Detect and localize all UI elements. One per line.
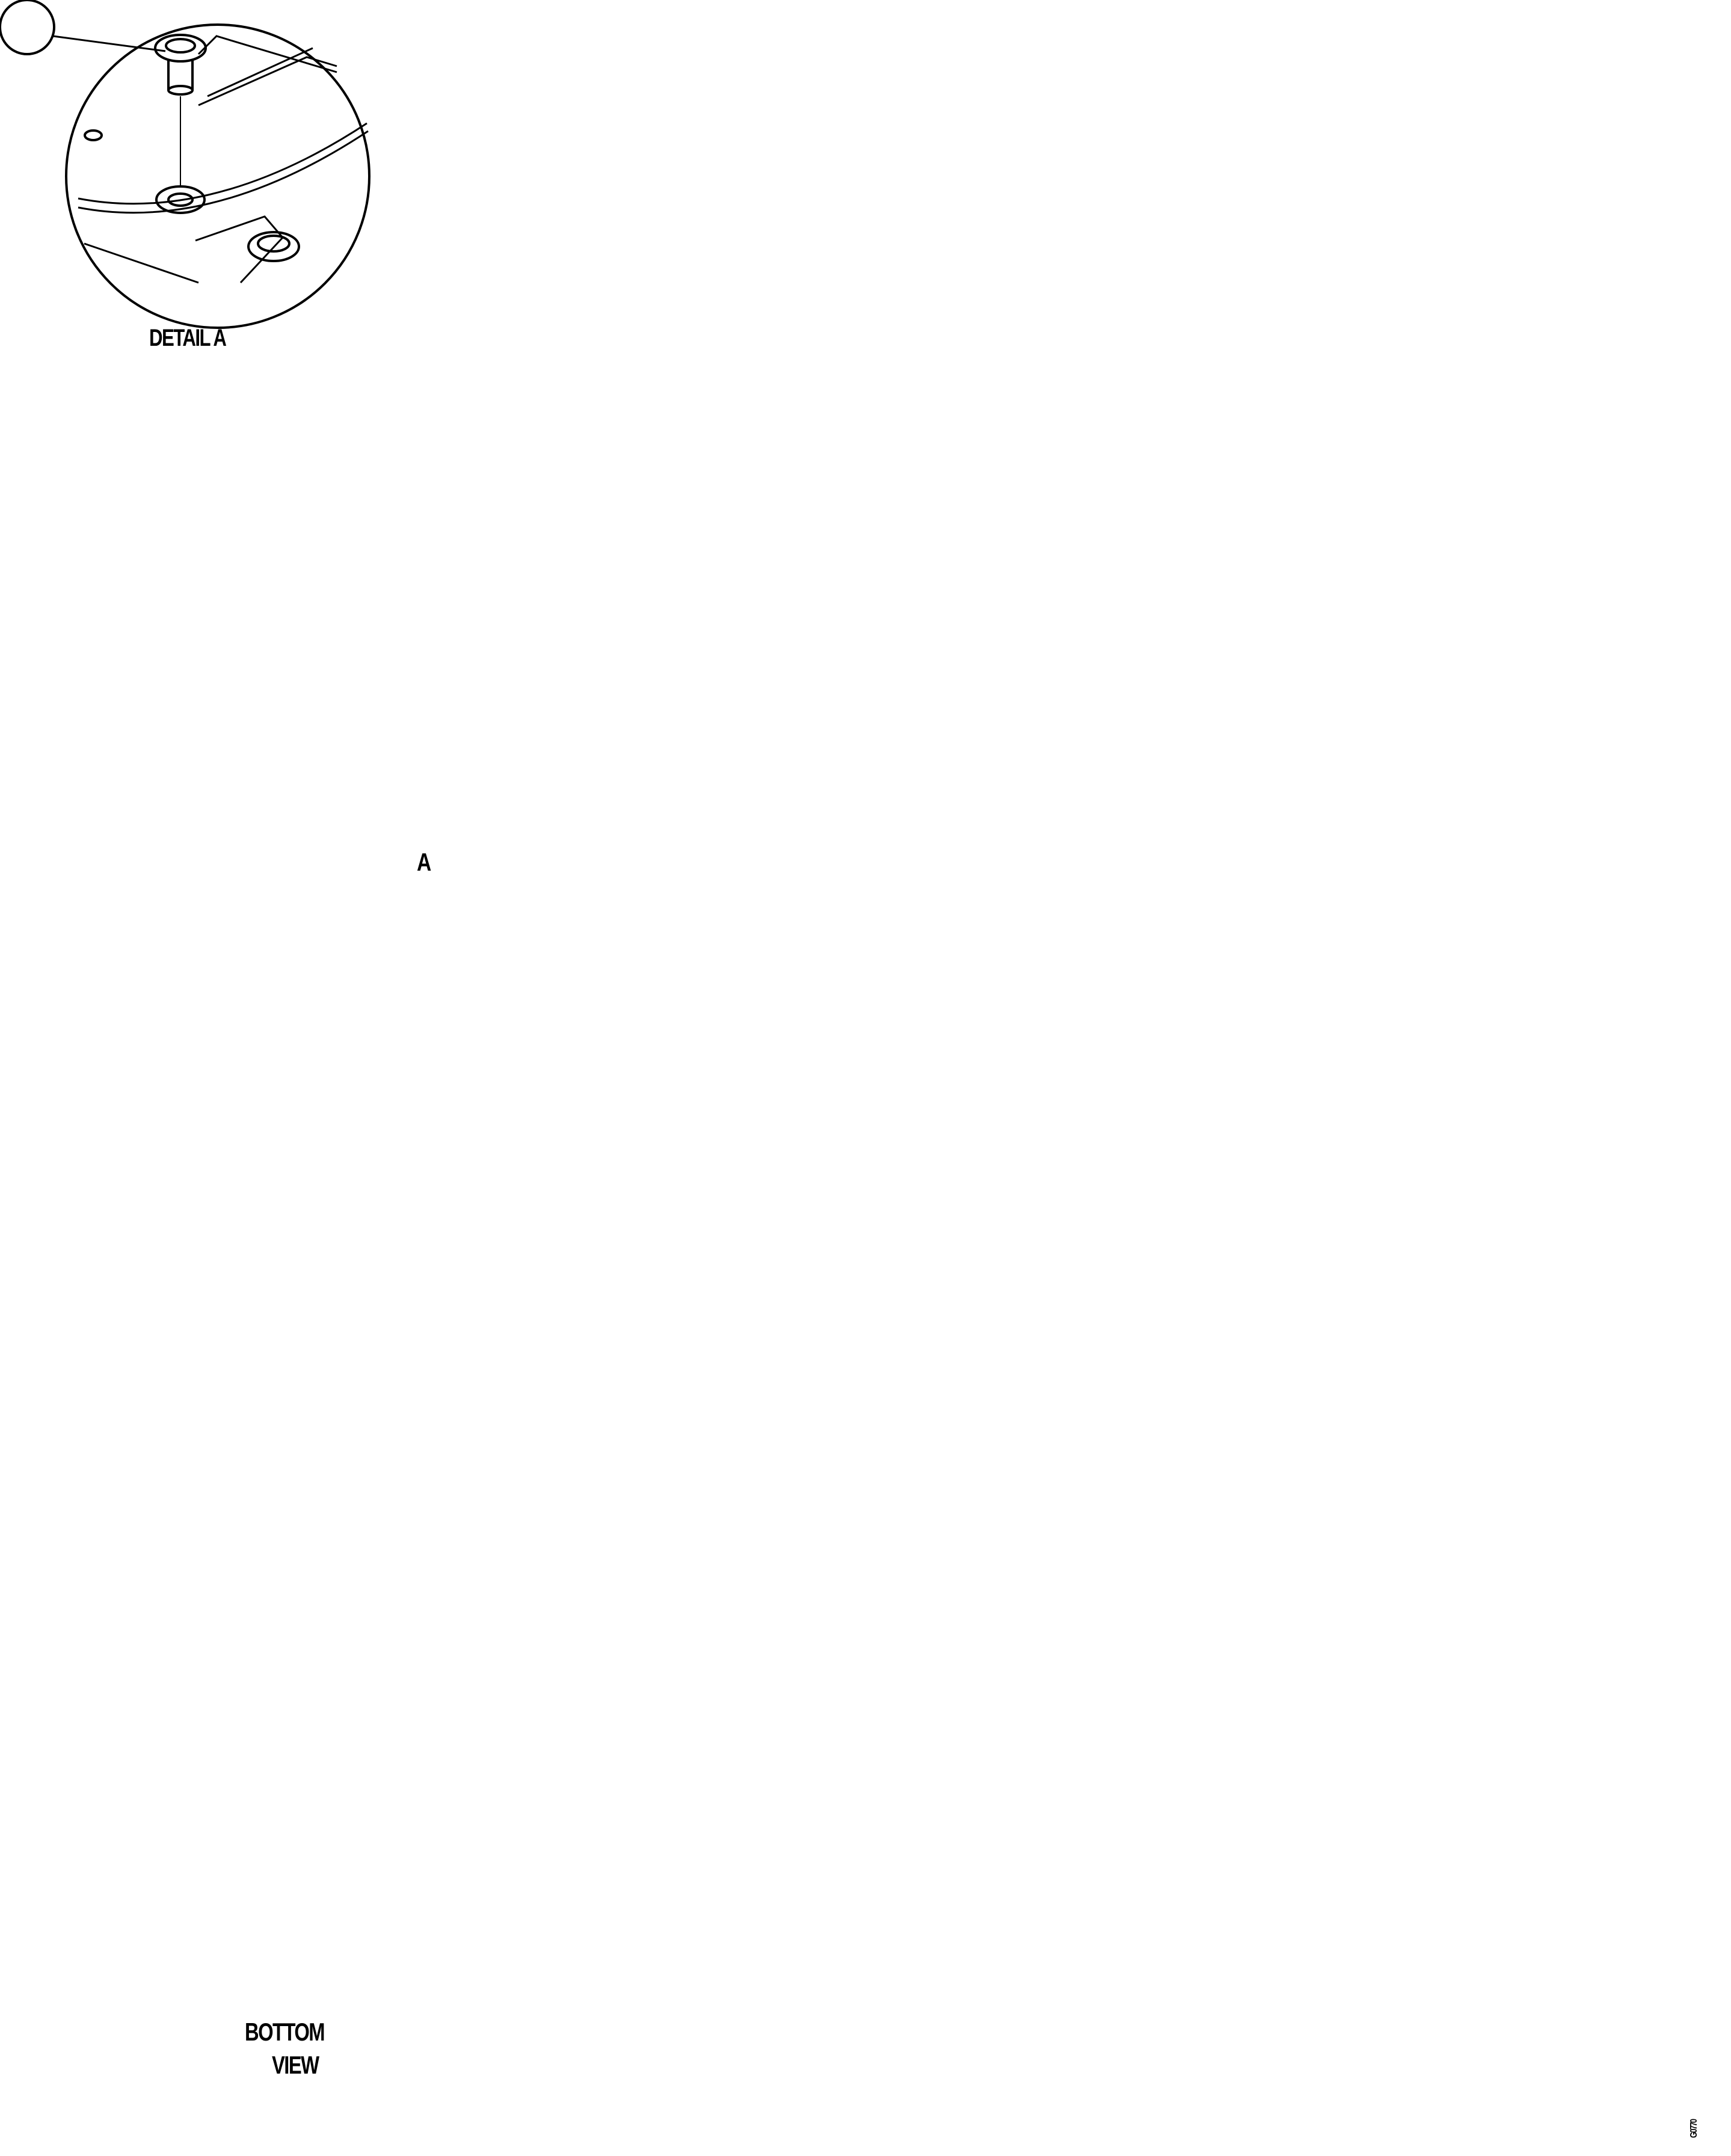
bottom-view-label-line1: BOTTOM [245, 2018, 325, 2046]
detail-a-callout-circle [0, 0, 55, 55]
screw-hole-icon [155, 185, 206, 214]
detail-a-leader-line [52, 35, 166, 52]
detail-a-magnifier-circle [65, 23, 370, 329]
detail-a-arrow-label: A [417, 848, 431, 876]
bottom-view-label-line2: VIEW [272, 2051, 319, 2079]
detail-a-view [0, 0, 370, 329]
detail-a-label: DETAIL A [149, 325, 227, 351]
screw-head-icon [154, 34, 207, 63]
drawing-number: G0770 [1689, 2119, 1699, 2138]
